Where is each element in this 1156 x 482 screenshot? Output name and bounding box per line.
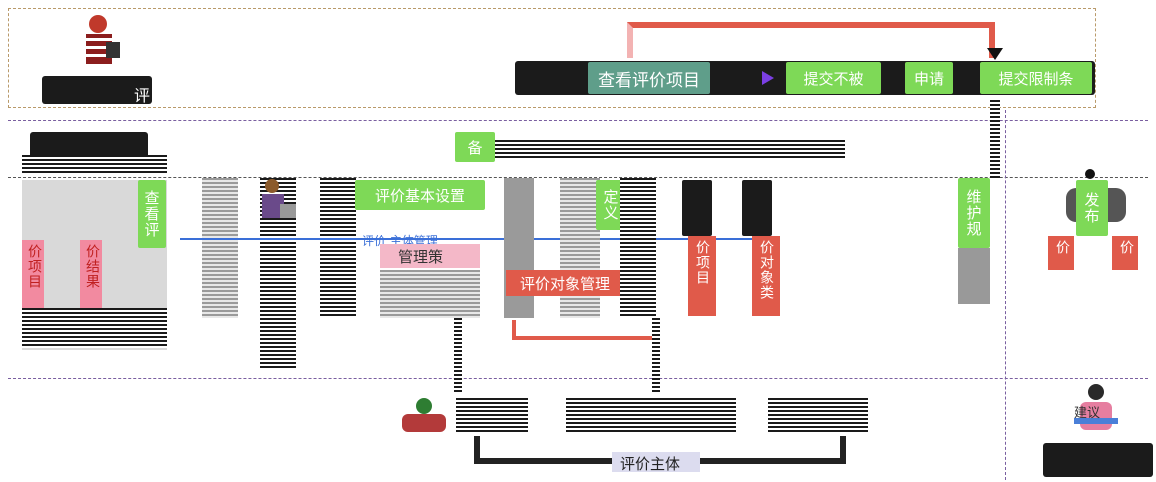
red-stripe-col [620,178,656,318]
right-col-2-label: 价 [1118,240,1134,255]
strategy-label: 管理策 [398,248,444,266]
prepare-stripes [495,140,845,158]
col-stripe-1 [202,178,238,318]
object-mgmt-label: 评价对象管理 [520,275,611,293]
prepare-box: 备 [455,132,495,162]
flow-line-main [180,238,780,240]
object-col [752,236,780,316]
advisor-label-bar [1043,443,1153,477]
submit-limit-box: 提交限制条 [980,62,1092,94]
top-lane-box [8,8,1096,108]
suggest-label: 建议 [1074,406,1101,421]
left-col-a [22,240,44,320]
item-col [688,236,716,316]
object-col-label: 价对象类 [758,240,774,300]
actor-label-bar [42,76,152,104]
bottom-box-3 [768,398,868,434]
col-stripe-3 [320,178,356,318]
connector-down-2 [652,318,660,394]
apply-box: 申请 [905,62,953,94]
purple-arrow-icon [762,71,774,85]
eval-subject-tag [612,452,700,472]
basic-settings-box: 评价基本设置 [355,180,485,210]
left-col-b [80,240,102,320]
actor-label: 评 [134,86,151,105]
vertical-connector [990,100,1000,178]
bottom-box-2 [566,398,736,434]
strategy-stripes [380,270,480,318]
strategy-box [380,244,480,268]
bottom-box-1 [456,398,528,434]
submit-not-box: 提交不被 [786,62,881,94]
left-panel-stripe-top [22,155,167,175]
object-col-top [742,180,772,236]
view-project-box: 查看评价项目 [588,62,710,94]
left-col-b-label: 价结果 [84,244,100,289]
item-col-top [682,180,712,236]
right-lane-separator [1005,110,1006,480]
lane-divider-1 [8,120,1148,121]
right-col-2 [1112,236,1138,270]
maintain-body [958,248,990,304]
advisor-person-icon [1070,382,1120,438]
view-eval-box: 查看评 [138,180,166,248]
manager-person-icon [388,396,460,434]
left-panel-stripe-bottom [22,308,167,348]
down-arrow-icon [987,48,1003,60]
feedback-loop-line [627,22,995,58]
eval-subject-label: 评价主体 [620,455,681,473]
lane-divider-2 [8,177,1148,178]
worker-person-icon [258,178,298,228]
left-col-a-label: 价项目 [26,244,42,289]
object-stripes [560,178,600,318]
right-col-1 [1048,236,1074,270]
return-loop-line [512,320,657,340]
actor-person-icon [78,12,122,82]
item-col-label: 价项目 [694,240,710,285]
right-col-1-label: 价 [1054,240,1070,255]
lane-divider-3 [8,378,1148,379]
publish-box: 发布 [1076,180,1108,236]
object-col-gray [504,178,534,318]
maintain-box: 维护规 [958,178,990,248]
connector-down-1 [454,318,462,394]
